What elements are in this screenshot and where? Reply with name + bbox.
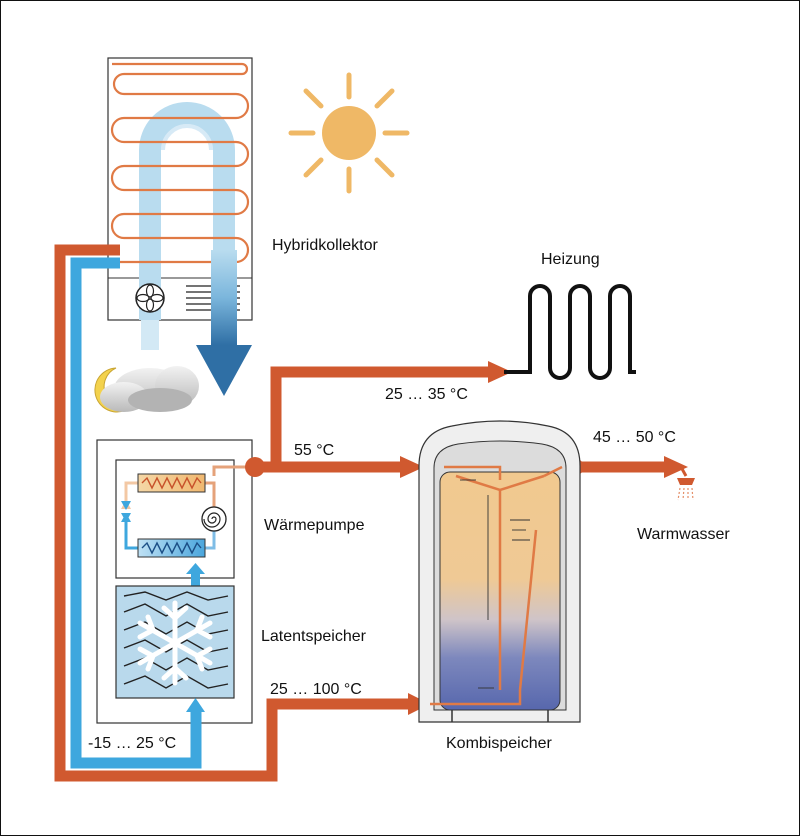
- label-hot-water-temp: 45 … 50 °C: [593, 429, 676, 446]
- air-out-arrow: [196, 250, 252, 396]
- sun-icon: [288, 72, 410, 194]
- label-storage-inlet-temp: 25 … 100 °C: [270, 681, 362, 698]
- shower-icon: [677, 466, 695, 501]
- latent-storage: [115, 585, 235, 699]
- label-latent-storage: Latentspeicher: [261, 628, 367, 645]
- label-hybrid-collector: Hybridkollektor: [272, 237, 378, 254]
- label-combi-storage: Kombispeicher: [446, 735, 553, 752]
- fan-icon: [135, 283, 165, 313]
- label-heating-temp: 25 … 35 °C: [385, 386, 468, 403]
- combi-storage-tank: [418, 420, 581, 723]
- label-hot-water: Warmwasser: [637, 526, 730, 543]
- compressor-icon: [201, 506, 227, 532]
- brine-return-pipe: [54, 244, 410, 782]
- air-in-flow: [141, 320, 159, 350]
- label-heat-pump-temp: 55 °C: [294, 442, 334, 459]
- label-heat-pump: Wärmepumpe: [264, 517, 365, 534]
- heat-pump-module: [115, 459, 235, 579]
- hot-water-pipe: [562, 456, 688, 478]
- brine-arrow-up: [186, 563, 205, 590]
- brine-cold-pipe: [70, 257, 202, 769]
- brine-inlet-arrow: [186, 698, 205, 712]
- label-heating: Heizung: [541, 251, 600, 268]
- label-brine-temp: -15 … 25 °C: [88, 735, 176, 752]
- cloud-moon-icon: [94, 366, 199, 413]
- snowflake-icon: [137, 600, 213, 686]
- radiator-coil: [504, 284, 636, 380]
